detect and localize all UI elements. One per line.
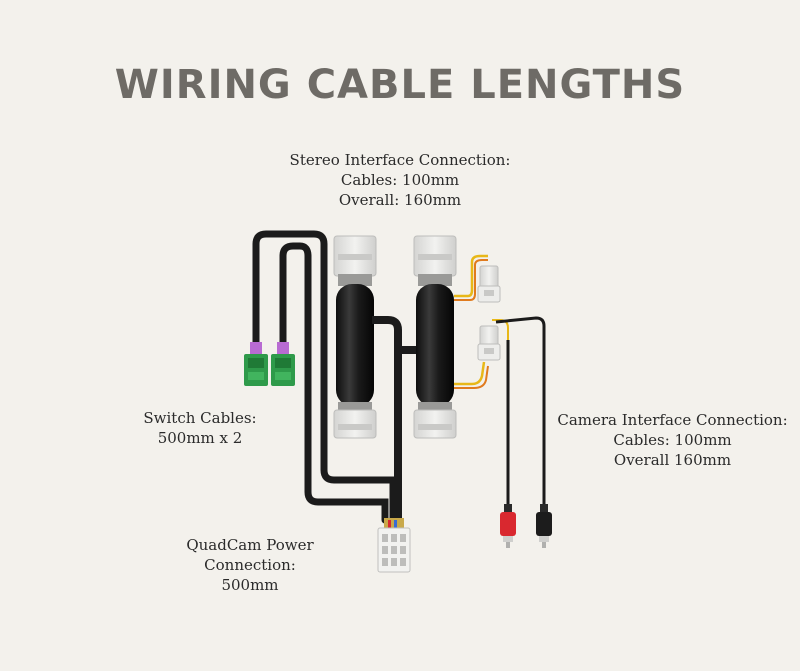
switch-cable-right: [279, 242, 389, 524]
switch-cables-label: Switch Cables: 500mm x 2: [110, 408, 290, 448]
stereo-label-line-3: Overall: 160mm: [338, 191, 462, 209]
quadcam-label-line-3: 500mm: [221, 576, 279, 594]
camera-interface-label: Camera Interface Connection: Cables: 100…: [555, 410, 790, 470]
quadcam-label-line-2: Connection:: [204, 556, 296, 574]
stereo-label-line-2: Cables: 100mm: [340, 171, 460, 189]
rca-plug-red: [500, 504, 516, 548]
camera-inline-connector-top: [477, 265, 501, 303]
quadcam-label-line-1: QuadCam Power: [186, 536, 314, 554]
rca-plug-black: [536, 504, 552, 548]
page-title: WIRING CABLE LENGTHS: [114, 62, 686, 108]
switch-label-line-2: 500mm x 2: [157, 429, 243, 447]
camera-label-line-3: Overall 160mm: [613, 451, 732, 469]
quadcam-power-label: QuadCam Power Connection: 500mm: [175, 535, 325, 595]
switch-connector-left: [244, 342, 268, 386]
camera-inline-connector-bottom: [477, 325, 501, 361]
switch-cable-left: [252, 230, 397, 524]
rca-cable-black: [495, 316, 546, 512]
stereo-interface-label: Stereo Interface Connection: Cables: 100…: [250, 150, 550, 210]
stereo-harness-right: [413, 235, 457, 439]
camera-label-line-1: Camera Interface Connection:: [557, 411, 788, 429]
quadcam-power-cable: [372, 316, 416, 520]
stereo-label-line-1: Stereo Interface Connection:: [289, 151, 511, 169]
stereo-harness-left: [333, 235, 377, 439]
switch-label-line-1: Switch Cables:: [143, 409, 257, 427]
quadcam-power-connector: [377, 518, 411, 573]
switch-connector-right: [271, 342, 295, 386]
camera-label-line-2: Cables: 100mm: [613, 431, 732, 449]
